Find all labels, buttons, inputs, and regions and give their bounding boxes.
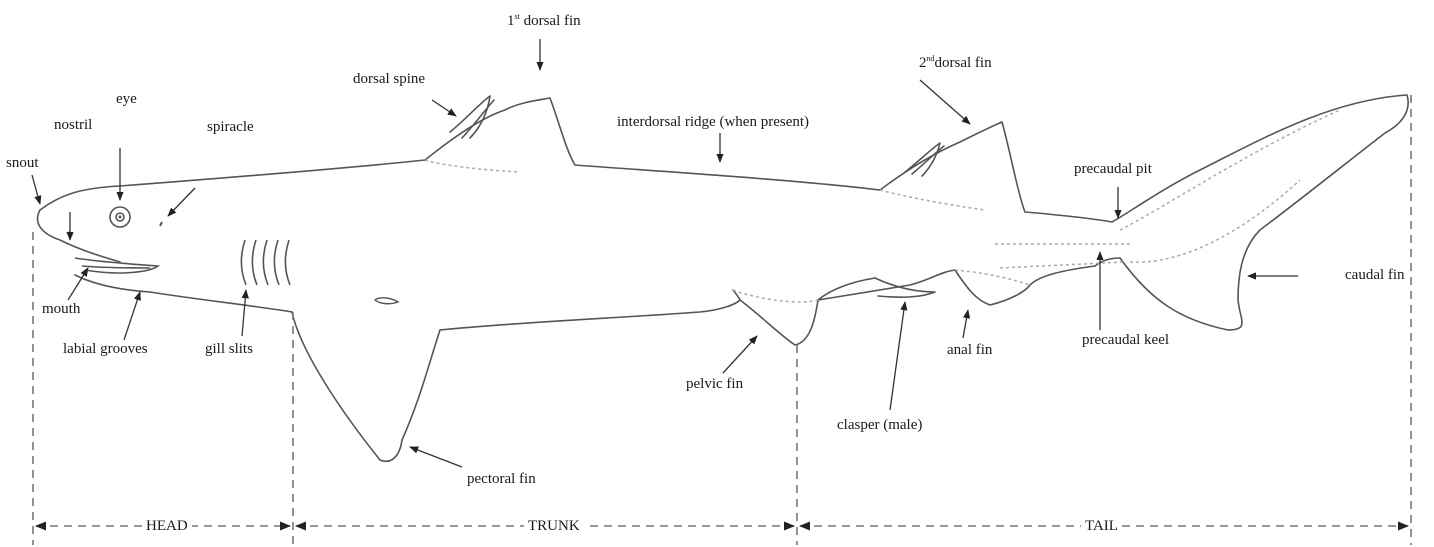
precaudal-pit-label: precaudal pit (1074, 162, 1152, 177)
first-dorsal-text: dorsal fin (524, 13, 581, 29)
clasper-label: clasper (male) (837, 418, 922, 433)
spiracle-label: spiracle (207, 120, 254, 135)
pectoral-fin-label: pectoral fin (467, 472, 536, 487)
eye-label: eye (116, 92, 137, 107)
dorsal-spine-label: dorsal spine (353, 72, 425, 87)
pectoral-flap (375, 298, 398, 304)
gill-slits (241, 240, 290, 285)
second-dorsal-fin-label: 2nddorsal fin (919, 55, 992, 71)
first-dorsal-number: 1 (507, 13, 515, 29)
interdorsal-ridge-label: interdorsal ridge (when present) (617, 115, 809, 130)
tail-section-label: TAIL (1081, 519, 1122, 534)
second-dorsal-text: dorsal fin (935, 55, 992, 71)
nostril-label: nostril (54, 118, 92, 133)
precaudal-keel-label: precaudal keel (1082, 333, 1169, 348)
first-dorsal-fin-label: 1st dorsal fin (507, 13, 581, 29)
caudal-fin-label: caudal fin (1345, 268, 1405, 283)
anal-fin-label: anal fin (947, 343, 992, 358)
labial-grooves-label: labial grooves (63, 342, 148, 357)
second-dorsal-suffix: nd (927, 54, 935, 63)
pelvic-fin-label: pelvic fin (686, 377, 743, 392)
eye-icon (110, 207, 130, 227)
snout-label: snout (6, 156, 39, 171)
head-section-label: HEAD (142, 519, 192, 534)
section-dividers (33, 95, 1411, 545)
spiracle-mark (160, 222, 162, 226)
first-dorsal-suffix: st (515, 12, 520, 21)
label-pointers (32, 39, 1298, 467)
second-dorsal-number: 2 (919, 55, 927, 71)
mouth-label: mouth (42, 302, 80, 317)
trunk-section-label: TRUNK (524, 519, 584, 534)
gill-slits-label: gill slits (205, 342, 253, 357)
inner-dotted-lines (425, 110, 1340, 302)
